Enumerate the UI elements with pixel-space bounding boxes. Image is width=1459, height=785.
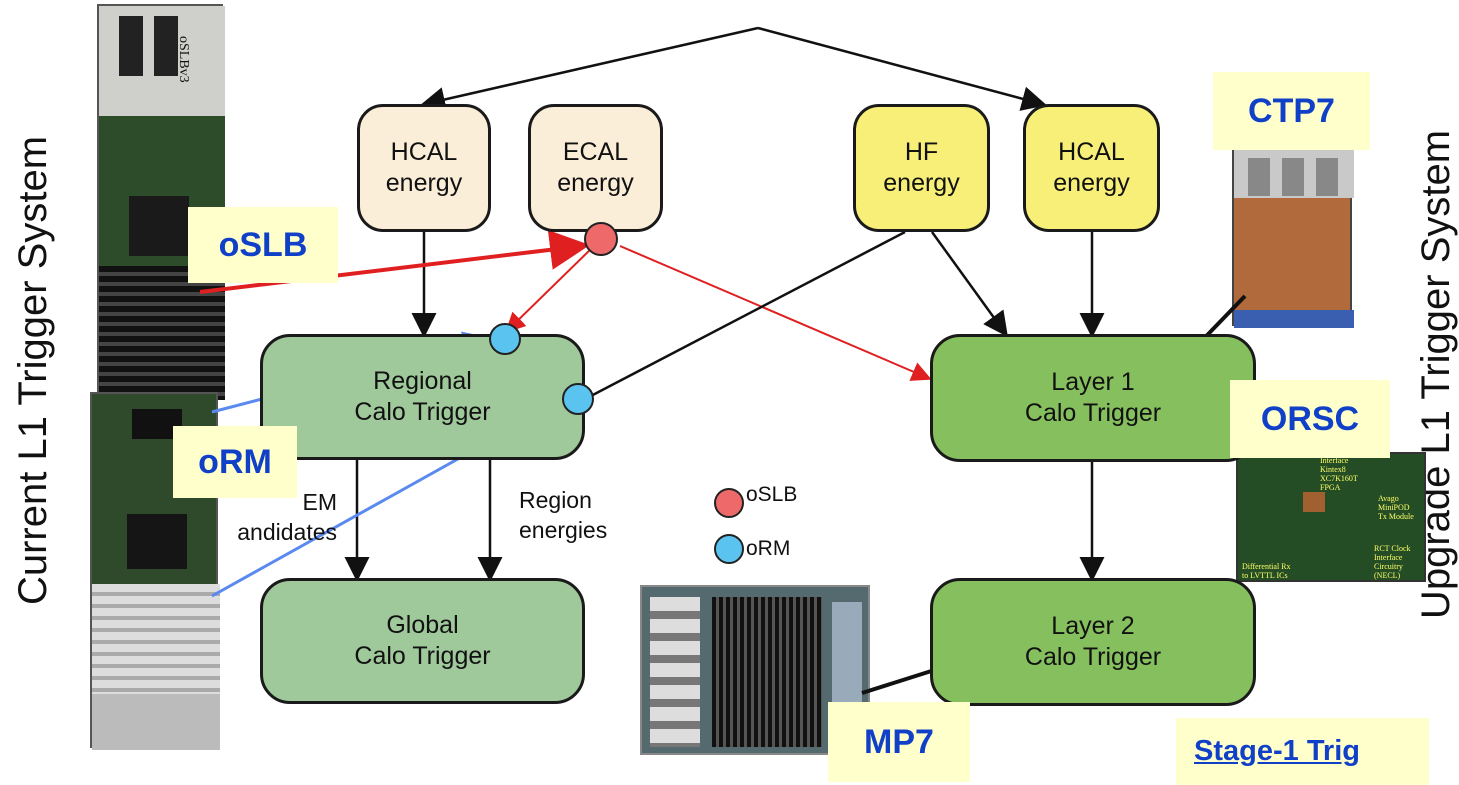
mp7-board-photo xyxy=(640,585,870,755)
stage1-link-box: Stage-1 Trig xyxy=(1176,718,1429,785)
hf-energy-label: HF energy xyxy=(883,138,960,197)
orm-callout: oRM xyxy=(173,426,297,498)
ecal-energy-label: ECAL energy xyxy=(557,138,634,197)
orsc-rct-label: RCT Clock Interface Circuitry (NECL) xyxy=(1374,544,1411,580)
regional-calo-trigger-label: Regional Calo Trigger xyxy=(354,367,491,426)
orsc-diff-label: Differential Rx to LVTTL ICs xyxy=(1242,562,1291,580)
region-energies-label: Region energies xyxy=(519,487,608,543)
legend-oslb-dot xyxy=(714,488,744,518)
orm-dot-regional-right xyxy=(562,383,594,415)
regional-calo-trigger-node: Regional Calo Trigger xyxy=(260,334,585,460)
fork-right-line xyxy=(757,26,1047,111)
legend-orm-label: oRM xyxy=(746,537,791,560)
hcal-energy-right-label: HCAL energy xyxy=(1053,138,1130,197)
orsc-avago-label: Avago MiniPOD Tx Module xyxy=(1378,494,1414,521)
mp7-callout: MP7 xyxy=(828,702,970,782)
legend-orm-dot xyxy=(714,534,744,564)
em-candidates-label: EM andidates xyxy=(237,489,337,545)
orsc-callout: ORSC xyxy=(1230,380,1390,458)
ctp7-board-photo xyxy=(1232,148,1354,328)
hcal-energy-left-node: HCAL energy xyxy=(357,104,491,232)
layer1-calo-trigger-label: Layer 1 Calo Trigger xyxy=(1024,368,1162,427)
global-calo-trigger-label: Global Calo Trigger xyxy=(354,611,491,670)
hf-energy-node: HF energy xyxy=(853,104,990,232)
layer2-calo-trigger-label: Layer 2 Calo Trigger xyxy=(1024,612,1162,671)
fork-left-line xyxy=(420,26,759,112)
hcal-energy-right-node: HCAL energy xyxy=(1023,104,1160,232)
global-calo-trigger-node: Global Calo Trigger xyxy=(260,578,585,704)
hf-to-regional xyxy=(587,230,906,398)
oslb-callout-arrow xyxy=(199,229,590,294)
orsc-interface-label: Interface Kintex8 XC7K160T FPGA xyxy=(1320,456,1358,492)
ctp7-callout: CTP7 xyxy=(1213,72,1370,150)
hf-to-layer1 xyxy=(930,231,1008,338)
oslb-dot-ecal xyxy=(584,222,618,256)
ecal-to-layer1-red xyxy=(619,245,932,381)
orsc-board-photo: Interface Kintex8 XC7K160T FPGA Avago Mi… xyxy=(1236,452,1426,582)
oslb-callout: oSLB xyxy=(188,207,338,283)
legend-oslb-label: oSLB xyxy=(746,483,798,506)
hcal-energy-left-label: HCAL energy xyxy=(385,138,463,197)
orm-dot-regional-top xyxy=(489,323,521,355)
ecal-energy-node: ECAL energy xyxy=(528,104,663,232)
stage1-trigger-link[interactable]: Stage-1 Trig xyxy=(1194,735,1360,767)
layer2-calo-trigger-node: Layer 2 Calo Trigger xyxy=(930,578,1256,706)
ecal-to-regional-red xyxy=(505,244,596,333)
layer1-calo-trigger-node: Layer 1 Calo Trigger xyxy=(930,334,1256,462)
oslb-board-photo: oSLBv3 xyxy=(97,4,225,400)
